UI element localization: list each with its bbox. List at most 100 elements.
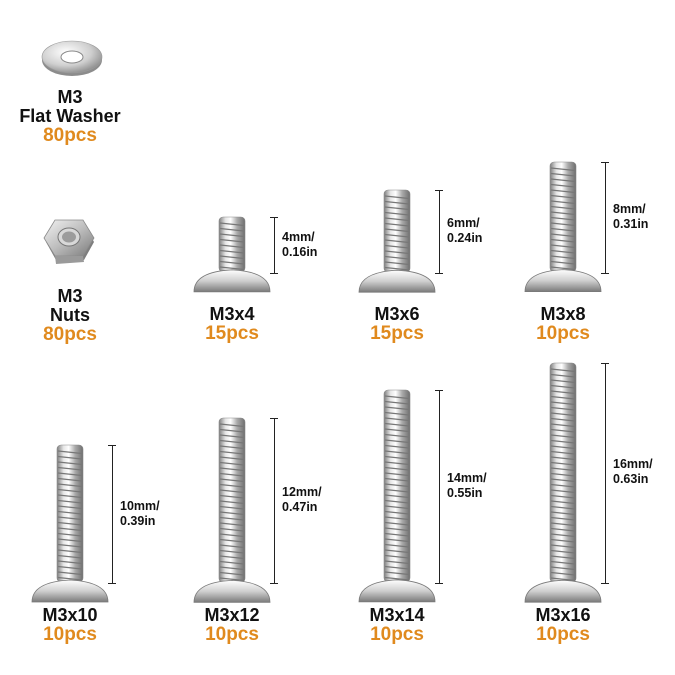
screw-thread: [219, 565, 245, 570]
nut-image: [43, 219, 95, 264]
screw-thread: [219, 266, 245, 271]
screw-thread: [219, 477, 245, 482]
screw-thread: [550, 239, 576, 243]
screw-thread: [384, 461, 410, 466]
screw-thread: [384, 423, 410, 427]
screw-thread: [384, 417, 410, 422]
screw-thread: [57, 499, 83, 504]
dimension-line: [601, 362, 609, 584]
screw-thread: [219, 466, 245, 471]
screw-thread: [384, 511, 410, 515]
screw-thread: [550, 544, 576, 548]
screw-qty: 10pcs: [43, 623, 97, 645]
screw-thread: [219, 222, 245, 227]
screw-thread: [550, 555, 576, 559]
screw-thread: [550, 450, 576, 455]
screw-thread: [384, 239, 410, 243]
screw-thread: [550, 184, 576, 188]
screw-head: [524, 269, 602, 293]
screw-thread: [550, 478, 576, 482]
screw-thread: [219, 543, 245, 548]
screw-thread: [57, 565, 83, 570]
screw-thread: [550, 412, 576, 416]
screw-thread: [384, 566, 410, 570]
screw-thread: [550, 472, 576, 477]
screw-thread: [384, 555, 410, 559]
screw-thread: [57, 466, 83, 471]
screw-qty: 15pcs: [205, 322, 259, 344]
screw-thread: [219, 510, 245, 515]
screw-thread: [384, 211, 410, 216]
screw-thread: [57, 571, 83, 576]
screw-thread: [57, 549, 83, 554]
dimension-in: 0.16in: [282, 244, 318, 259]
screw-thread: [384, 472, 410, 477]
screw-thread: [550, 456, 576, 460]
screw-thread: [384, 401, 410, 405]
screw-thread: [219, 472, 245, 477]
dimension-in: 0.55in: [447, 486, 483, 501]
screw-thread: [384, 527, 410, 532]
screw-thread: [384, 255, 410, 260]
screw-thread: [57, 472, 83, 477]
screw-thread: [57, 532, 83, 537]
screw-head: [358, 269, 436, 293]
screw-thread: [384, 206, 410, 210]
screw-thread: [550, 511, 576, 515]
screw-thread: [219, 505, 245, 510]
screw-thread: [384, 522, 410, 526]
screw-thread: [384, 217, 410, 221]
screw-thread: [550, 428, 576, 433]
screw-thread: [219, 549, 245, 554]
dimension-line: [435, 189, 443, 274]
screw-thread: [384, 445, 410, 449]
screw-thread: [384, 478, 410, 482]
screw-thread: [219, 560, 245, 565]
screw-thread: [384, 439, 410, 444]
screw-thread: [550, 261, 576, 265]
screw-thread: [384, 233, 410, 238]
screw-thread: [550, 423, 576, 427]
washer-type: Flat Washer: [19, 105, 121, 126]
screw-image: [524, 362, 602, 603]
screw-thread: [219, 433, 245, 438]
screw-size: M3x10: [42, 605, 98, 625]
screw-thread: [219, 488, 245, 493]
dimension-label: 14mm/0.55in: [447, 471, 487, 501]
screw-thread: [57, 483, 83, 488]
screw-thread: [219, 422, 245, 427]
screw-qty: 10pcs: [370, 623, 424, 645]
screw-thread: [384, 516, 410, 521]
screw-thread: [57, 455, 83, 460]
screw-thread: [550, 395, 576, 400]
screw-thread: [384, 428, 410, 433]
screw-thread: [384, 266, 410, 271]
dimension-mm: 14mm/: [447, 471, 487, 486]
screw-thread: [57, 521, 83, 526]
dimension-mm: 8mm/: [613, 202, 646, 217]
screw-thread: [550, 505, 576, 510]
screw-thread: [384, 200, 410, 205]
screw-head: [193, 579, 271, 603]
screw-thread: [550, 379, 576, 383]
screw-thread: [219, 228, 245, 232]
screw-thread: [550, 178, 576, 183]
screw-thread: [550, 522, 576, 526]
screw-thread: [57, 516, 83, 521]
nut-qty: 80pcs: [43, 323, 97, 345]
screw-head: [31, 579, 109, 603]
dimension-in: 0.39in: [120, 513, 156, 528]
screw-thread: [219, 250, 245, 254]
screw-thread: [550, 206, 576, 210]
screw-thread: [384, 544, 410, 548]
screw-thread: [219, 244, 245, 249]
screw-thread: [384, 195, 410, 199]
screw-image: [31, 444, 109, 603]
screw-thread: [550, 406, 576, 411]
screw-thread: [550, 401, 576, 405]
screw-thread: [219, 439, 245, 444]
dimension-line: [435, 390, 443, 584]
screw-shaft: [549, 362, 577, 583]
